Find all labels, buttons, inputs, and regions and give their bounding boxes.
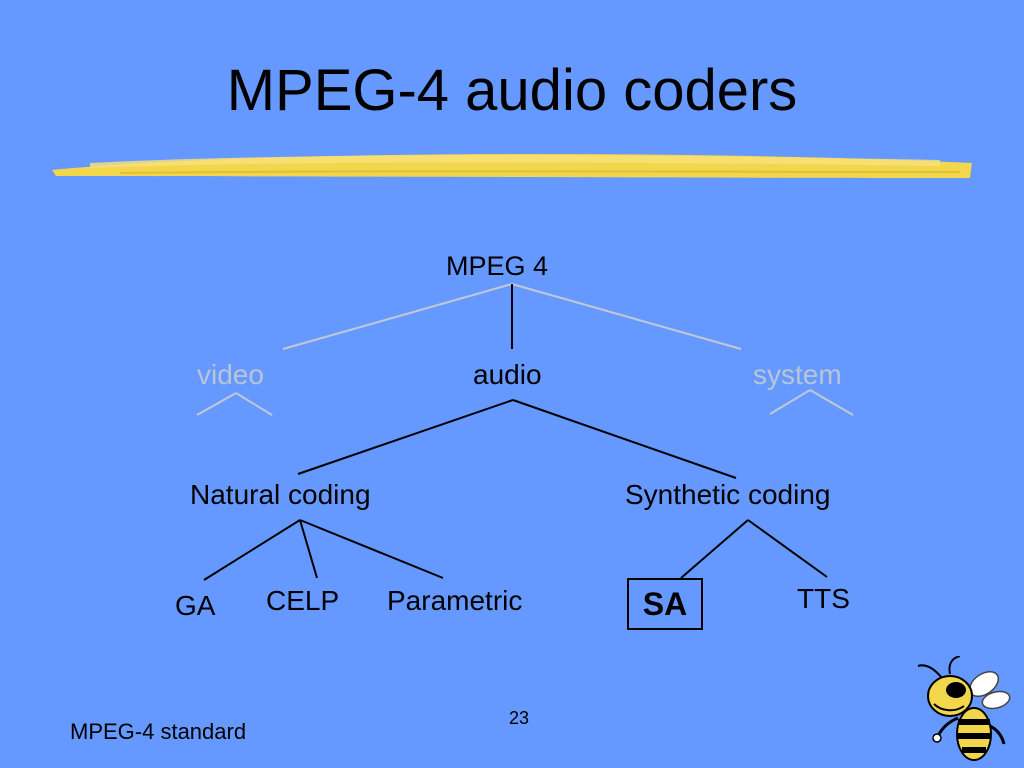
node-video: video bbox=[197, 359, 264, 390]
title-underline-stroke bbox=[52, 153, 972, 178]
node-sa-highlight-box: SA bbox=[627, 578, 703, 630]
node-ga: GA bbox=[175, 590, 216, 621]
node-system: system bbox=[753, 359, 842, 390]
node-tts: TTS bbox=[797, 583, 850, 614]
node-mpeg4: MPEG 4 bbox=[446, 251, 549, 281]
node-natural-coding: Natural coding bbox=[190, 479, 371, 510]
node-celp: CELP bbox=[266, 585, 340, 616]
slide-title: MPEG-4 audio coders bbox=[226, 58, 798, 123]
footer-text: MPEG-4 standard bbox=[70, 719, 247, 744]
bee-mascot-icon bbox=[917, 656, 1011, 761]
page-number: 23 bbox=[509, 708, 530, 728]
node-audio: audio bbox=[473, 359, 542, 390]
node-parametric: Parametric bbox=[387, 585, 523, 616]
node-synthetic-coding: Synthetic coding bbox=[625, 479, 831, 510]
node-sa: SA bbox=[642, 585, 688, 622]
